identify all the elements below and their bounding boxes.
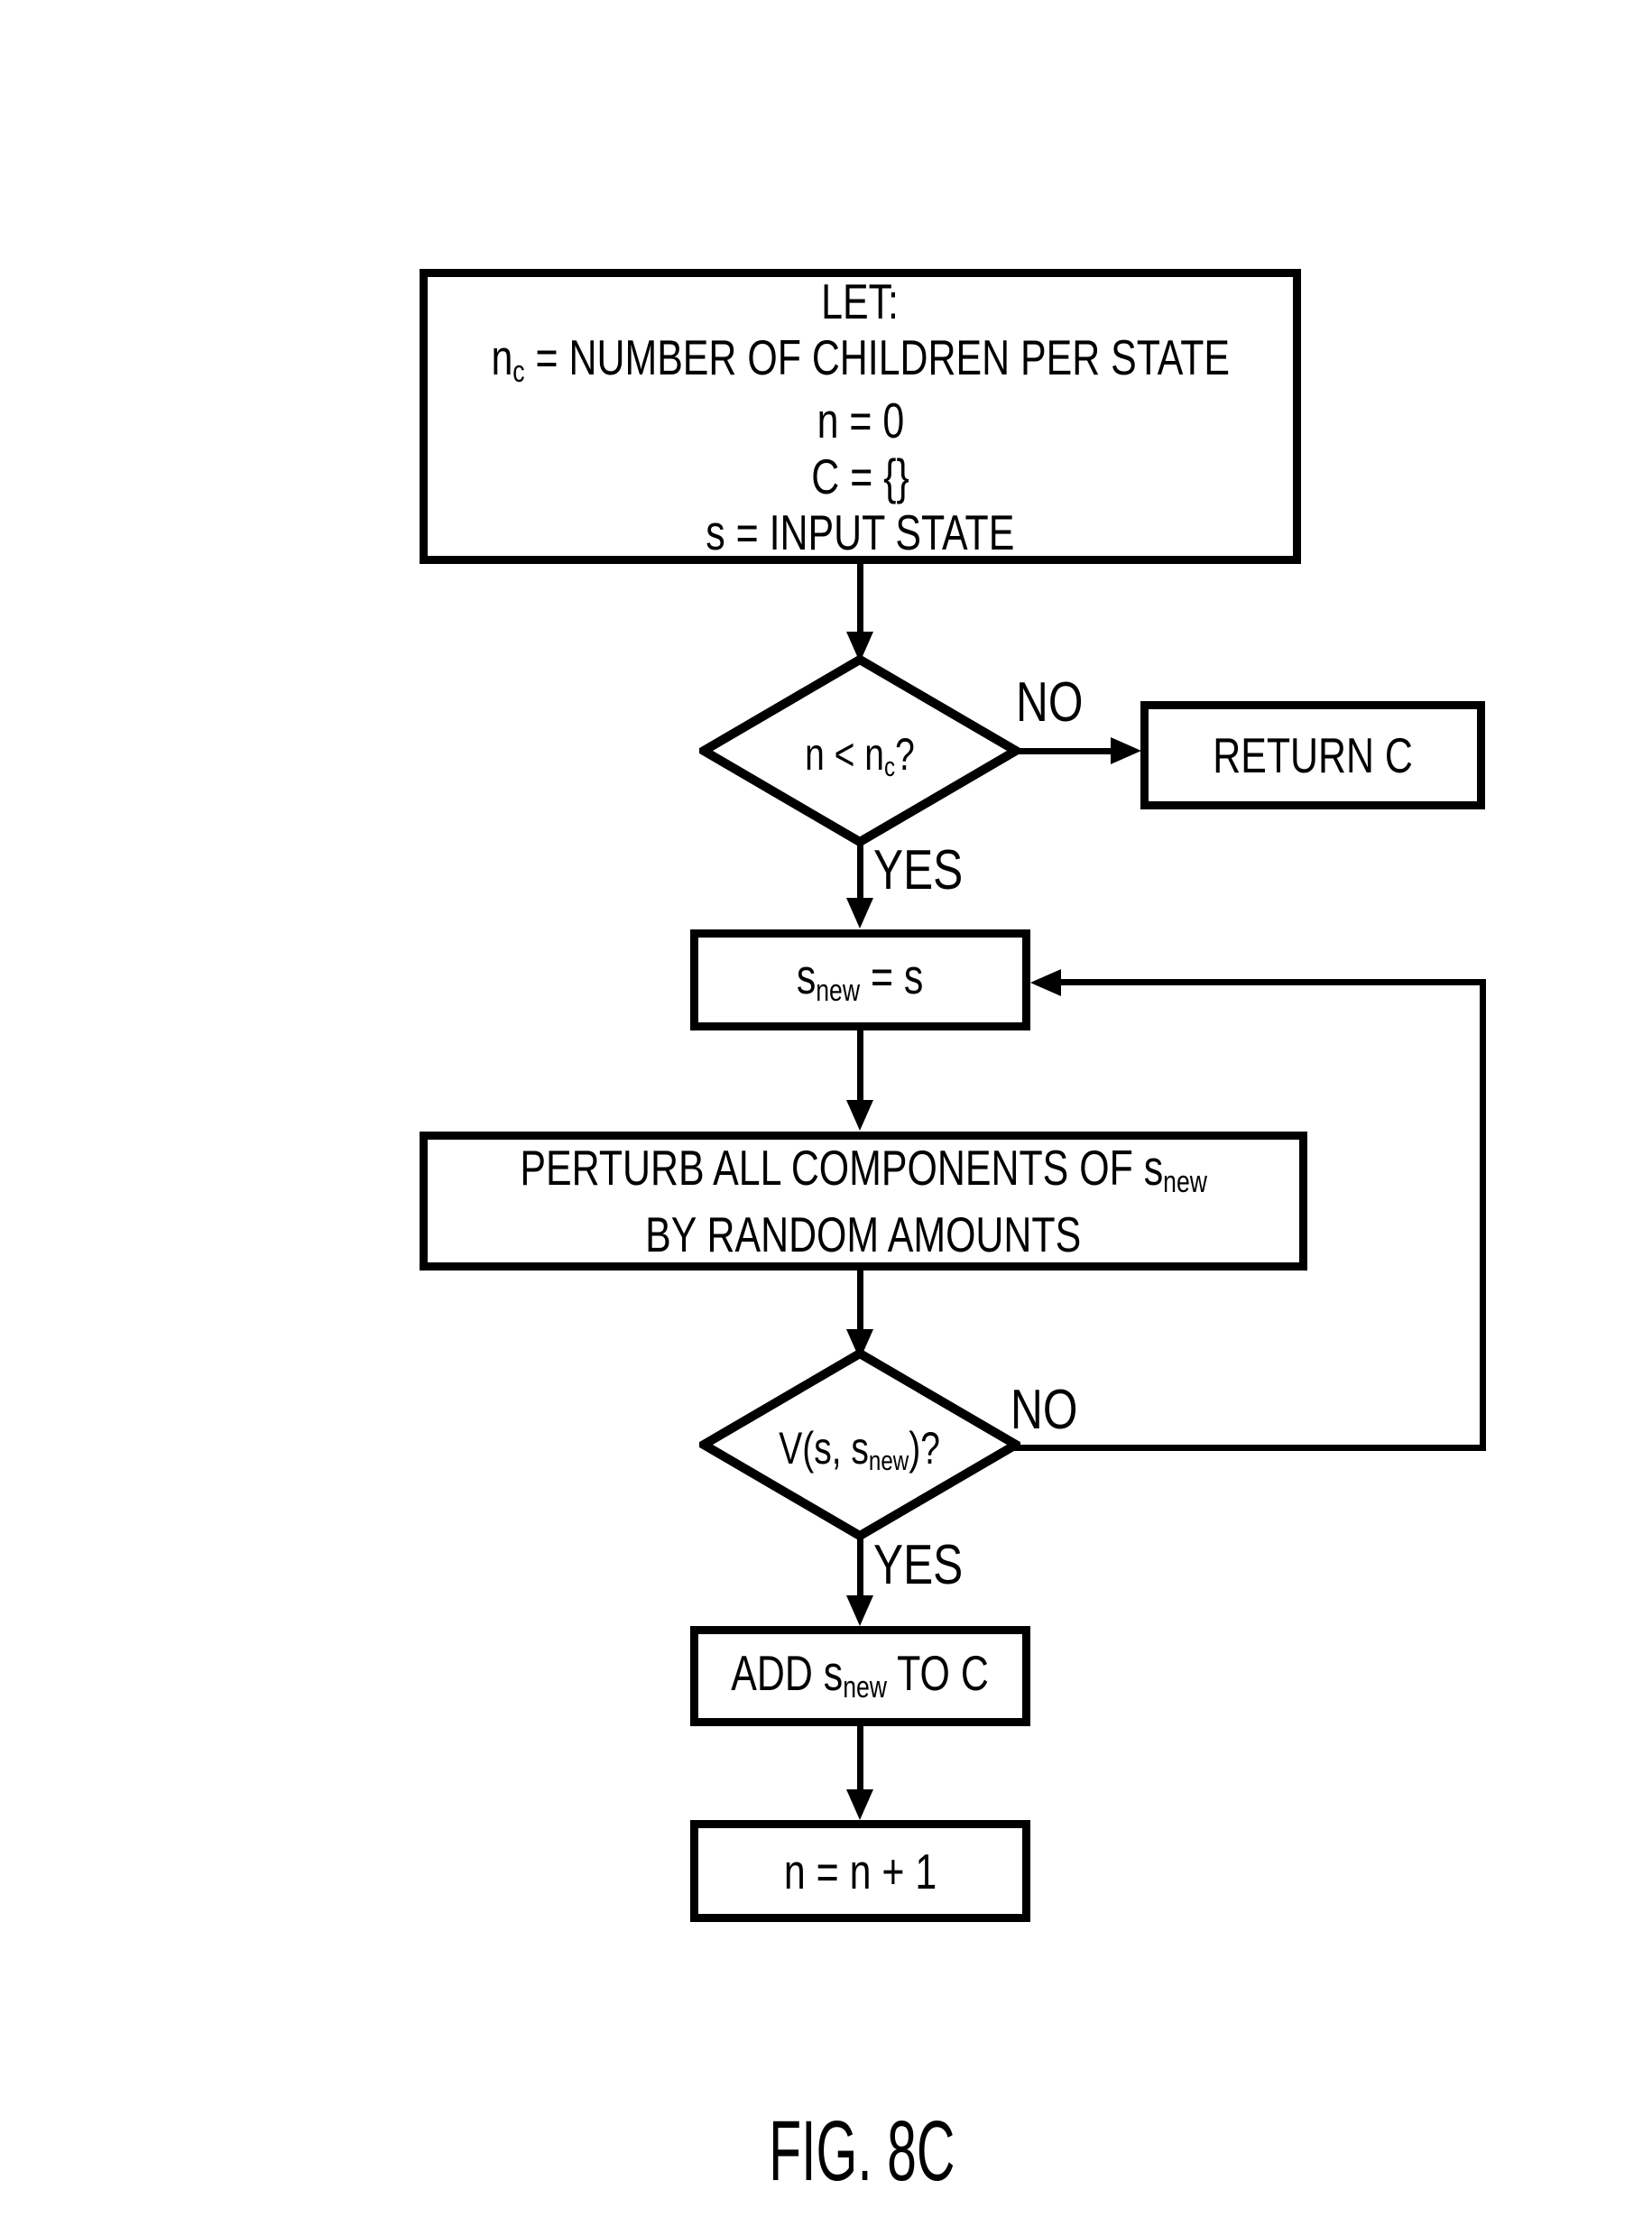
init-line-let: LET: bbox=[821, 273, 900, 329]
loop-bottom-line bbox=[1011, 1445, 1486, 1451]
subscript-new: new bbox=[816, 974, 861, 1009]
perturb-line2: BY RANDOM AMOUNTS bbox=[645, 1206, 1082, 1262]
subscript-new: new bbox=[869, 1445, 909, 1477]
perturb-line1: PERTURB ALL COMPONENTS OF snew bbox=[520, 1140, 1207, 1200]
connector-assign-perturb bbox=[857, 1030, 863, 1103]
arrowhead-right-icon bbox=[1111, 737, 1141, 764]
edge-label-no1: NO bbox=[1016, 671, 1084, 734]
node-increment-box: n = n + 1 bbox=[690, 1820, 1030, 1922]
arrowhead-down-icon bbox=[846, 1595, 873, 1626]
node-perturb-box: PERTURB ALL COMPONENTS OF snew BY RANDOM… bbox=[420, 1132, 1307, 1271]
subscript-c: c bbox=[512, 354, 525, 389]
arrowhead-down-icon bbox=[846, 1789, 873, 1820]
connector-perturb-decision2 bbox=[857, 1271, 863, 1332]
connector-add-increment bbox=[857, 1726, 863, 1791]
return-label: RETURN C bbox=[1213, 727, 1413, 783]
loop-top-line bbox=[1061, 979, 1486, 985]
arrowhead-left-icon bbox=[1030, 969, 1061, 996]
subscript-c: c bbox=[884, 751, 896, 783]
init-line-n0: n = 0 bbox=[817, 392, 904, 448]
node-init-box: LET: nc = NUMBER OF CHILDREN PER STATE n… bbox=[420, 269, 1301, 564]
edge-label-yes1: YES bbox=[873, 839, 964, 901]
connector-decision1-assign bbox=[857, 837, 863, 901]
assign-label: snew = s bbox=[797, 948, 924, 1009]
subscript-new: new bbox=[843, 1669, 888, 1705]
connector-decision1-return bbox=[1011, 748, 1112, 754]
decision2-label: V(s, snew)? bbox=[779, 1423, 941, 1477]
loop-right-line bbox=[1480, 979, 1486, 1451]
add-label: ADD snew TO C bbox=[731, 1644, 990, 1705]
node-add-box: ADD snew TO C bbox=[690, 1626, 1030, 1726]
connector-decision2-add bbox=[857, 1531, 863, 1596]
node-return-box: RETURN C bbox=[1140, 701, 1485, 809]
edge-label-yes2: YES bbox=[873, 1534, 964, 1596]
decision1-label: n < nc? bbox=[805, 729, 915, 783]
edge-label-no2: NO bbox=[1011, 1379, 1078, 1441]
init-line-nc: nc = NUMBER OF CHILDREN PER STATE bbox=[491, 328, 1230, 389]
init-line-c: C = {} bbox=[811, 448, 909, 504]
figure-caption: FIG. 8C bbox=[768, 2103, 955, 2199]
increment-label: n = n + 1 bbox=[783, 1843, 937, 1899]
connector-init-decision1 bbox=[857, 564, 863, 634]
subscript-new: new bbox=[1162, 1165, 1207, 1200]
init-line-s: s = INPUT STATE bbox=[706, 504, 1015, 560]
arrowhead-down-icon bbox=[846, 898, 873, 929]
node-assign-box: snew = s bbox=[690, 929, 1030, 1030]
arrowhead-down-icon bbox=[846, 1100, 873, 1131]
